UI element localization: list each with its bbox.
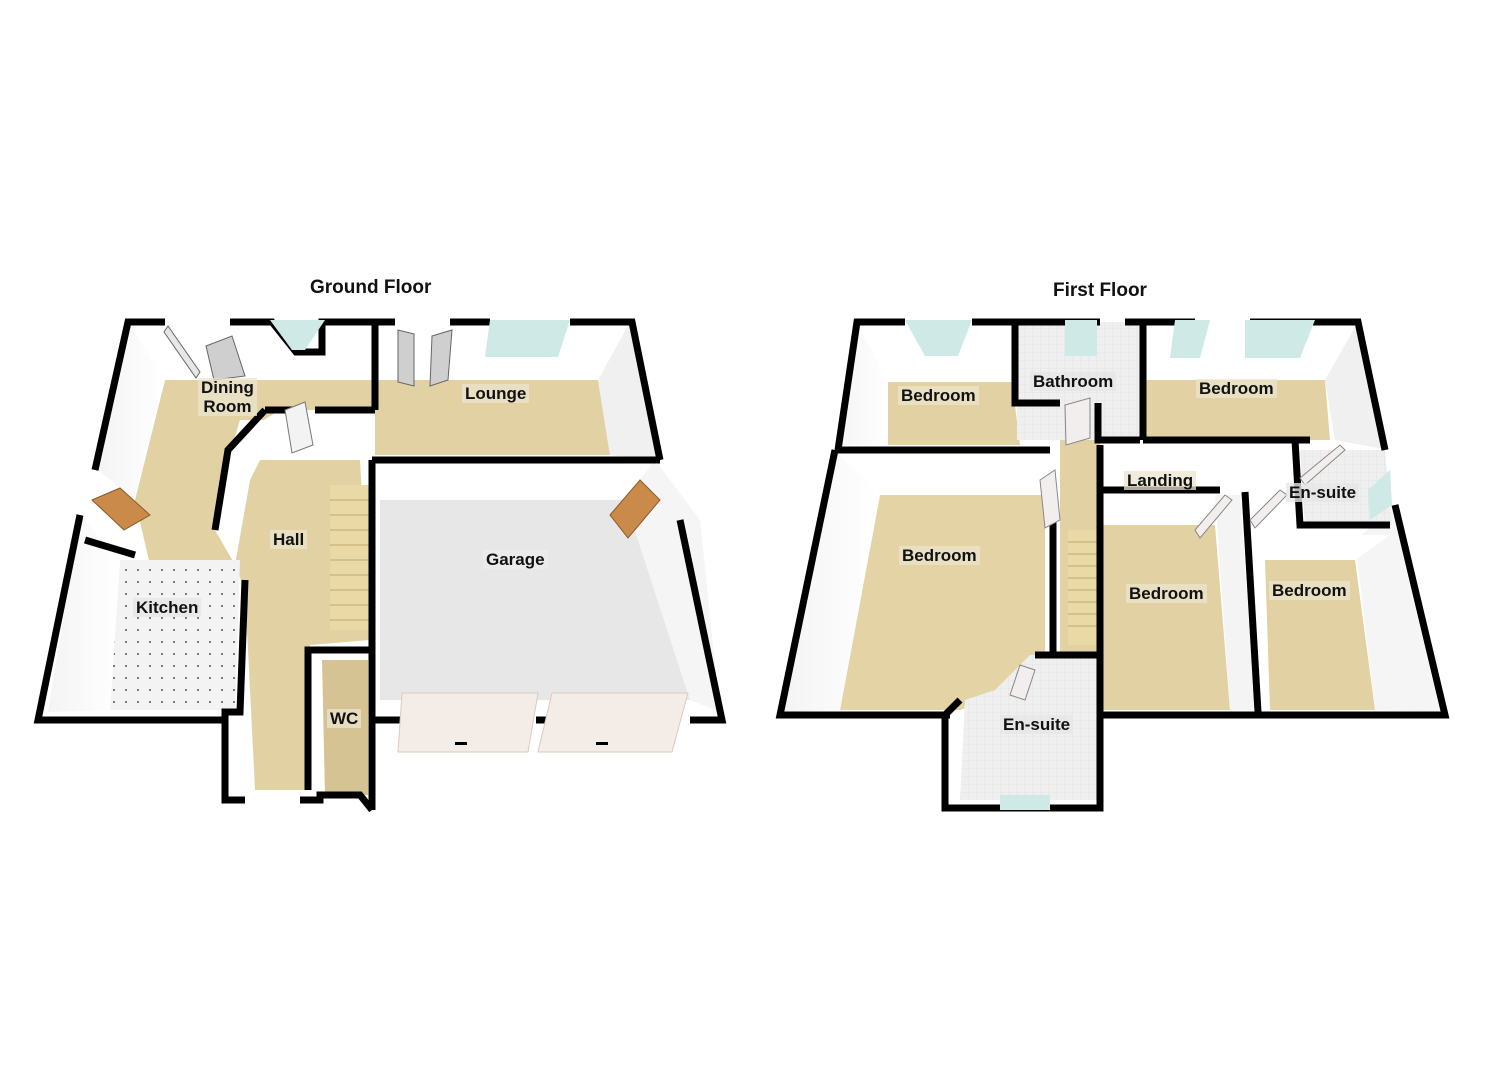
bedroom-5-wall-back [1265, 535, 1390, 560]
room-label-ensuite-1: En-suite [1286, 483, 1360, 502]
room-label-bedroom-4: Bedroom [1126, 584, 1207, 603]
garage-wall-right [625, 460, 720, 712]
window-bedroom-2a [1170, 320, 1210, 358]
stairs-ground [330, 485, 370, 630]
door-side-garage [609, 479, 661, 539]
door-ensuite-2 [1009, 664, 1036, 701]
door-hall-dining [284, 401, 314, 454]
room-label-bedroom-3: Bedroom [899, 546, 980, 565]
room-label-bathroom: Bathroom [1030, 372, 1117, 391]
room-label-wc: WC [327, 709, 362, 728]
dining-room-wall-left [98, 322, 165, 500]
door-side-kitchen [91, 487, 151, 531]
room-label-bedroom-5: Bedroom [1269, 581, 1350, 600]
room-label-bedroom-2: Bedroom [1196, 379, 1277, 398]
window-ensuite-1 [1368, 470, 1392, 520]
bedroom-1-wall-left [838, 322, 888, 445]
window-bedroom-2b [1245, 320, 1315, 358]
bedroom-3-wall-back [835, 450, 1045, 495]
window-lounge [485, 320, 570, 357]
room-label-hall: Hall [270, 530, 308, 549]
door-dining-patio-right [205, 335, 246, 381]
door-lounge-right [429, 329, 453, 387]
bedroom-4-floor [1103, 525, 1230, 710]
dining-label-line2: Room [203, 397, 252, 416]
door-dining-patio-left [163, 325, 201, 379]
window-bedroom-1 [905, 320, 972, 356]
kitchen-floor [110, 560, 240, 710]
bedroom-3-wall-left [782, 450, 880, 712]
bedroom-4-wall-right [1215, 495, 1255, 710]
dining-room-floor [135, 380, 375, 565]
lounge-wall-right [598, 322, 660, 460]
door-ensuite-1 [1299, 444, 1346, 486]
room-label-ensuite-2: En-suite [1000, 715, 1074, 734]
window-bathroom [1065, 320, 1097, 356]
ground-floor-plan [33, 318, 727, 813]
room-label-landing: Landing [1124, 471, 1197, 490]
garage-floor [380, 500, 690, 700]
door-bedroom-4 [1194, 494, 1233, 539]
room-label-bedroom-1: Bedroom [898, 386, 979, 405]
bedroom-5-wall-right [1355, 510, 1440, 712]
kitchen-wall-left [48, 515, 120, 712]
room-label-lounge: Lounge [462, 384, 530, 403]
room-label-dining-room: Dining Room [198, 378, 257, 416]
bedroom-2-wall-right [1325, 322, 1388, 450]
room-label-garage: Garage [483, 550, 548, 569]
room-label-kitchen: Kitchen [133, 598, 202, 617]
dining-label-line1: Dining [201, 378, 254, 397]
ground-floor-title: Ground Floor [310, 277, 432, 298]
door-bedroom-5 [1249, 489, 1288, 529]
garage-doors [397, 692, 689, 753]
garage-wall-back [378, 460, 655, 500]
stairs-first [1068, 530, 1098, 645]
door-lounge-left [397, 329, 415, 387]
lounge-floor [375, 380, 610, 455]
first-floor-plan [775, 318, 1450, 812]
window-dining [270, 320, 325, 350]
first-floor-title: First Floor [1053, 280, 1147, 301]
bedroom-3-floor [840, 495, 1045, 710]
door-bathroom [1064, 397, 1091, 446]
bedroom-2-floor [1145, 380, 1330, 440]
door-bedroom-3 [1039, 469, 1061, 529]
window-ensuite-2 [1000, 795, 1050, 810]
